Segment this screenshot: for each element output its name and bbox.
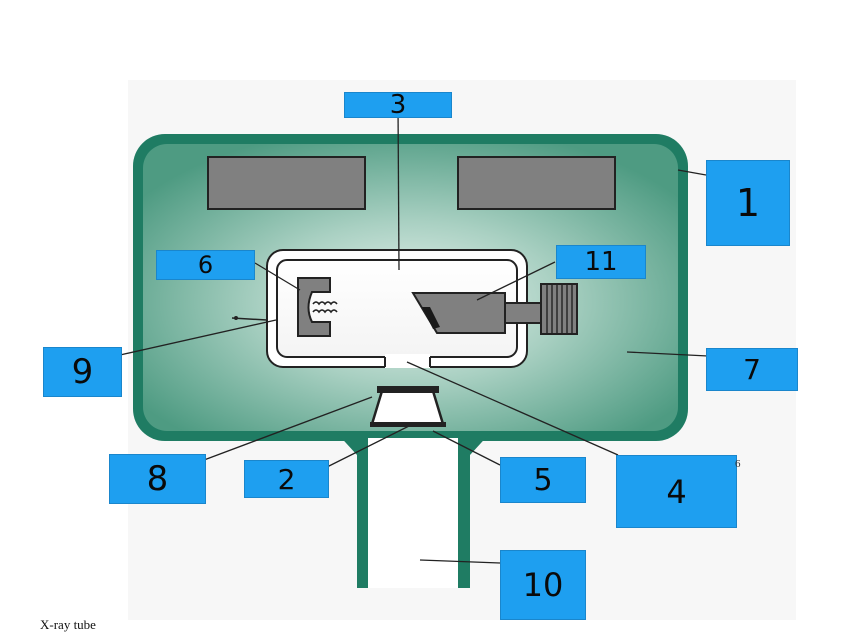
- leader-3: [397, 104, 400, 271]
- port-inner: [368, 438, 458, 588]
- label-box-5[interactable]: 5: [500, 457, 586, 503]
- figure-caption: X-ray tube: [40, 617, 96, 632]
- label-box-7[interactable]: 7: [706, 348, 798, 391]
- label-1-text: 1: [735, 181, 761, 225]
- top-block-left: [207, 156, 366, 210]
- top-block-right: [457, 156, 616, 210]
- label-6-text: 6: [197, 251, 214, 279]
- label-5-text: 5: [533, 462, 553, 498]
- anode-shaft: [504, 302, 546, 324]
- leader-9: [119, 319, 277, 356]
- label-box-4[interactable]: 4: [616, 455, 737, 528]
- leader-5: [432, 430, 501, 466]
- label-3-text: 3: [389, 90, 407, 120]
- label-box-1[interactable]: 1: [706, 160, 790, 246]
- exit-filter: [370, 389, 445, 426]
- label-box-2[interactable]: 2: [244, 460, 329, 498]
- label-8-text: 8: [146, 459, 169, 499]
- cathode-filament-lower: [312, 309, 338, 314]
- leader-6: [254, 262, 301, 291]
- leader-11: [476, 261, 556, 301]
- cathode-lead-dot: [234, 316, 238, 320]
- label-11-text: 11: [584, 247, 618, 277]
- label-9-text: 9: [71, 352, 94, 392]
- leader-7: [626, 351, 709, 357]
- stray-mark: 6: [735, 458, 741, 470]
- label-box-3[interactable]: 3: [344, 92, 452, 118]
- label-box-10[interactable]: 10: [500, 550, 586, 620]
- label-box-9[interactable]: 9: [43, 347, 122, 397]
- leader-1: [677, 169, 707, 176]
- cathode-cup: [297, 277, 331, 337]
- label-box-8[interactable]: 8: [109, 454, 206, 504]
- leader-8: [203, 396, 373, 461]
- label-4-text: 4: [666, 472, 687, 511]
- leader-4: [406, 361, 619, 456]
- leader-2: [326, 425, 410, 468]
- leader-10: [419, 559, 501, 564]
- label-box-11[interactable]: 11: [556, 245, 646, 279]
- exit-filter-top: [377, 386, 439, 393]
- envelope-window: [385, 354, 430, 368]
- label-7-text: 7: [743, 353, 761, 386]
- anode-focal-spot: [422, 307, 440, 329]
- label-box-6[interactable]: 6: [156, 250, 255, 280]
- leader-lines: [119, 104, 709, 564]
- cathode-filament: [312, 301, 338, 306]
- label-2-text: 2: [277, 462, 296, 496]
- rotor-fins: [546, 285, 573, 333]
- label-10-text: 10: [522, 566, 564, 604]
- exit-filter-bottom: [370, 422, 446, 427]
